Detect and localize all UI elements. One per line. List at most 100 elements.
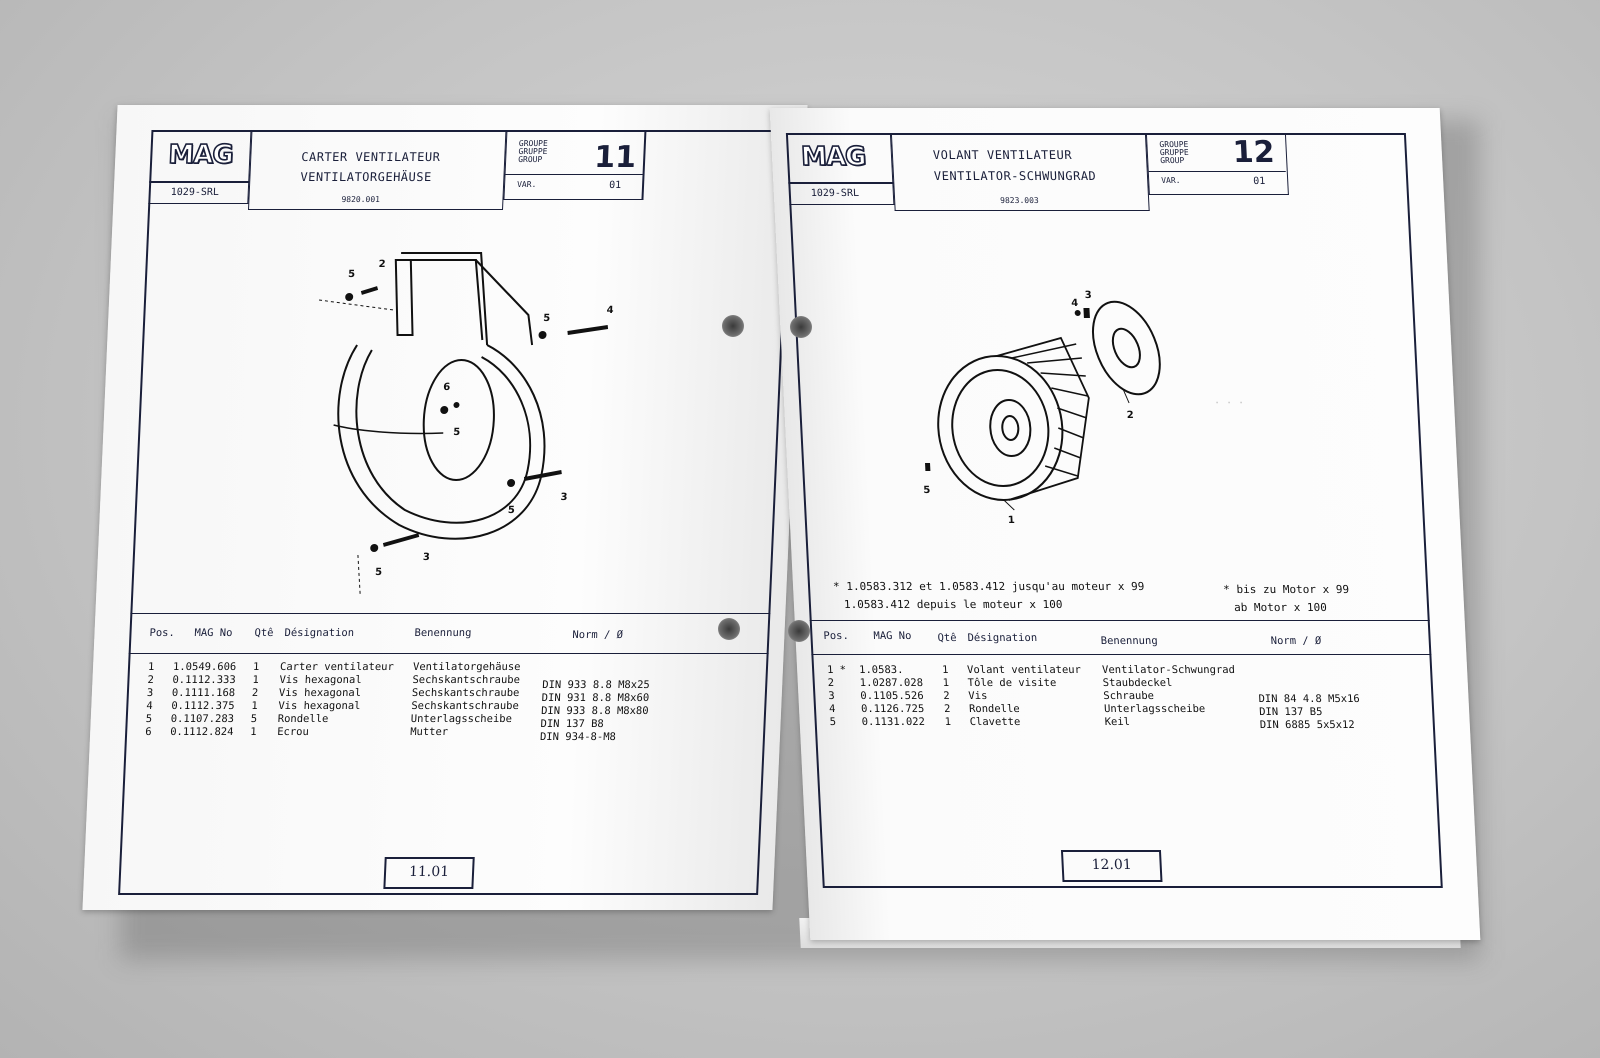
row-designation: Vis [968, 690, 988, 702]
row-mag-no: 0.1107.283 [170, 713, 235, 725]
row-benennung: Staubdeckel [1102, 677, 1173, 689]
bolt-4 [567, 325, 609, 335]
row-mag-no: 0.1126.725 [860, 703, 925, 715]
col-norm: Norm / Ø [1270, 635, 1322, 647]
row-qty: 1 [942, 677, 950, 689]
callout-6: 6 [443, 382, 450, 393]
callout-2: 2 [378, 259, 385, 270]
parts-table-head-rule [128, 653, 769, 654]
mag-logo: MAG [800, 141, 867, 173]
row-pos: 6 [144, 726, 152, 738]
note-fr-1: * 1.0583.312 et 1.0583.412 jusqu'au mote… [832, 580, 1145, 593]
parts-table-top-rule [130, 613, 771, 614]
row-mag-no: 1.0583. [858, 664, 904, 676]
col-mag-no: MAG No [194, 627, 233, 639]
row-designation: Ecrou [276, 726, 310, 738]
leader-dash-2 [357, 554, 362, 595]
row-designation: Vis hexagonal [278, 687, 362, 699]
row-pos: 3 [828, 690, 836, 702]
callout-5d: 5 [375, 567, 382, 578]
col-qty: Qtê [937, 632, 957, 644]
row-pos: 4 [146, 700, 153, 712]
row-benennung: Unterlagsscheibe [410, 713, 513, 725]
binder-hole-left-top [722, 315, 744, 337]
row-mag-no: 0.1112.375 [171, 700, 235, 712]
row-designation: Clavette [969, 716, 1021, 728]
bleed-through-text: · · · [1213, 398, 1245, 409]
callout-4: 4 [606, 305, 613, 316]
housing-center-opening [422, 359, 495, 481]
row-pos: 2 [147, 674, 155, 686]
flywheel-inner [951, 369, 1050, 487]
row-benennung: Sechskantschraube [412, 674, 521, 686]
parts-table-head-rule [811, 654, 1432, 655]
page-number-right: 12.01 [1060, 850, 1163, 882]
row-qty: 1 [251, 700, 258, 712]
row-pos: 1 [147, 661, 155, 673]
left-page: MAG 1029-SRL CARTER VENTILATEUR VENTILAT… [82, 105, 808, 910]
row-benennung: Sechskantschraube [411, 687, 520, 699]
washer-5a [345, 293, 354, 301]
row-designation: Volant ventilateur [966, 664, 1082, 676]
row-designation: Carter ventilateur [279, 661, 395, 673]
col-pos: Pos. [149, 627, 176, 639]
model-label: 1029-SRL [170, 187, 220, 198]
callout-2: 2 [1126, 410, 1134, 421]
callout-5: 5 [923, 485, 931, 496]
row-mag-no: 0.1105.526 [860, 690, 924, 702]
washer-5c [507, 479, 516, 487]
row-qty: 1 [249, 726, 257, 738]
col-mag-no: MAG No [873, 630, 912, 642]
group-label-en: GROUP [517, 155, 543, 164]
col-benennung: Benennung [1100, 635, 1158, 647]
right-page: MAG 1029-SRL VOLANT VENTILATEUR VENTILAT… [769, 108, 1481, 940]
callout-3b: 3 [423, 552, 430, 563]
row-pos: 5 [145, 713, 153, 725]
flywheel-fins [1011, 343, 1088, 477]
row-qty: 1 [944, 716, 952, 728]
row-designation: Vis hexagonal [279, 674, 362, 686]
logo-cell: MAG [785, 133, 894, 183]
row-pos: 5 [829, 716, 837, 728]
leader-2 [1122, 389, 1130, 404]
note-fr-2: 1.0583.412 depuis le moteur x 100 [843, 598, 1063, 611]
row-pos: 1 * [826, 664, 847, 676]
screw-3 [1083, 308, 1090, 318]
row-qty: 2 [251, 687, 259, 699]
var-value: 01 [608, 180, 622, 191]
housing-outline [337, 344, 546, 540]
row-benennung: Unterlagsscheibe [1103, 703, 1206, 715]
nut-6 [440, 406, 449, 414]
row-norm: DIN 137 B8 [540, 718, 605, 730]
col-pos: Pos. [823, 630, 850, 642]
washer-5b [538, 331, 547, 339]
parts-table-top-rule [809, 620, 1430, 621]
title-cell: CARTER VENTILATEUR VENTILATORGEHÄUSE 982… [247, 130, 507, 210]
title-de: VENTILATORGEHÄUSE [300, 170, 433, 184]
row-mag-no: 0.1112.333 [172, 674, 236, 686]
row-qty: 2 [943, 703, 951, 715]
title-fr: CARTER VENTILATEUR [300, 150, 441, 164]
row-designation: Tôle de visite [967, 677, 1057, 689]
row-norm: DIN 934-8-M8 [539, 731, 617, 743]
flywheel-hub [989, 399, 1032, 457]
group-cell: GROUPE GRUPPE GROUP 11 VAR. 01 [503, 130, 647, 200]
row-norm: DIN 931 8.8 M8x60 [541, 692, 650, 704]
row-qty: 1 [941, 664, 949, 676]
row-qty: 1 [252, 661, 260, 673]
group-number: 11 [593, 140, 637, 175]
row-pos: 4 [828, 703, 836, 715]
model-cell: 1029-SRL [788, 183, 895, 205]
flywheel-bore [1001, 415, 1020, 441]
callout-5b: 5 [543, 313, 550, 324]
bolt-3a [523, 470, 562, 481]
row-qty: 5 [250, 713, 258, 725]
binder-hole-right-bottom [788, 620, 810, 642]
col-qty: Qtê [254, 627, 274, 639]
row-norm: DIN 933 8.8 M8x25 [541, 679, 650, 691]
callout-5a: 5 [348, 269, 355, 280]
row-benennung: Ventilator-Schwungrad [1101, 664, 1236, 676]
callout-4: 4 [1071, 298, 1079, 309]
callout-5e: 5 [453, 427, 460, 438]
